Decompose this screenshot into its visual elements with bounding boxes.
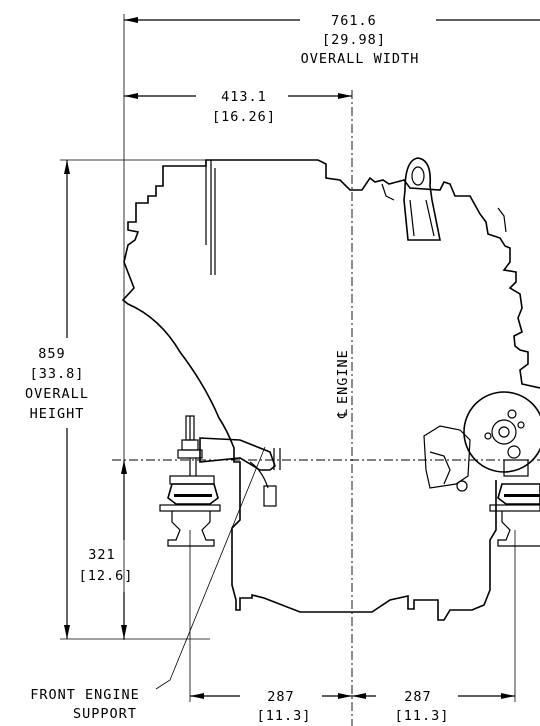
overall-width-mm: 761.6 bbox=[331, 13, 377, 29]
centerline-label: ENGINE bbox=[335, 349, 351, 404]
support-offset-dimensions: 287 [11.3] 287 [11.3] bbox=[189, 530, 516, 724]
half-width-mm: 413.1 bbox=[221, 89, 267, 105]
engine-centerline: ℄ ENGINE bbox=[335, 90, 353, 726]
right-offset-mm: 287 bbox=[404, 689, 431, 705]
engine-outline bbox=[121, 157, 540, 621]
overall-height-dimension: 859 [33.8] OVERALL HEIGHT bbox=[25, 159, 300, 640]
half-width-dimension: 413.1 [16.26] bbox=[124, 89, 352, 125]
support-height-dimension: 321 [12.6] bbox=[79, 459, 540, 639]
overall-width-in: [29.98] bbox=[322, 32, 386, 48]
support-callout-line2: SUPPORT bbox=[73, 706, 137, 722]
overall-height-label2: HEIGHT bbox=[30, 406, 85, 422]
overall-width-label: OVERALL WIDTH bbox=[301, 51, 420, 67]
support-callout-line1: FRONT ENGINE bbox=[30, 687, 140, 703]
overall-height-label1: OVERALL bbox=[25, 386, 89, 402]
overall-width-dimension: 761.6 [29.98] OVERALL WIDTH bbox=[123, 13, 540, 640]
right-offset-in: [11.3] bbox=[395, 708, 450, 724]
overall-height-in: [33.8] bbox=[30, 366, 85, 382]
left-offset-in: [11.3] bbox=[257, 708, 312, 724]
right-engine-mount bbox=[489, 459, 540, 547]
support-height-mm: 321 bbox=[88, 547, 115, 563]
front-engine-support-callout: FRONT ENGINE SUPPORT bbox=[30, 446, 266, 722]
overall-height-mm: 859 bbox=[38, 346, 65, 362]
support-height-in: [12.6] bbox=[79, 568, 134, 584]
half-width-in: [16.26] bbox=[212, 109, 276, 125]
left-offset-mm: 287 bbox=[267, 689, 294, 705]
left-engine-mount bbox=[159, 415, 281, 547]
centerline-symbol: ℄ bbox=[335, 408, 351, 419]
